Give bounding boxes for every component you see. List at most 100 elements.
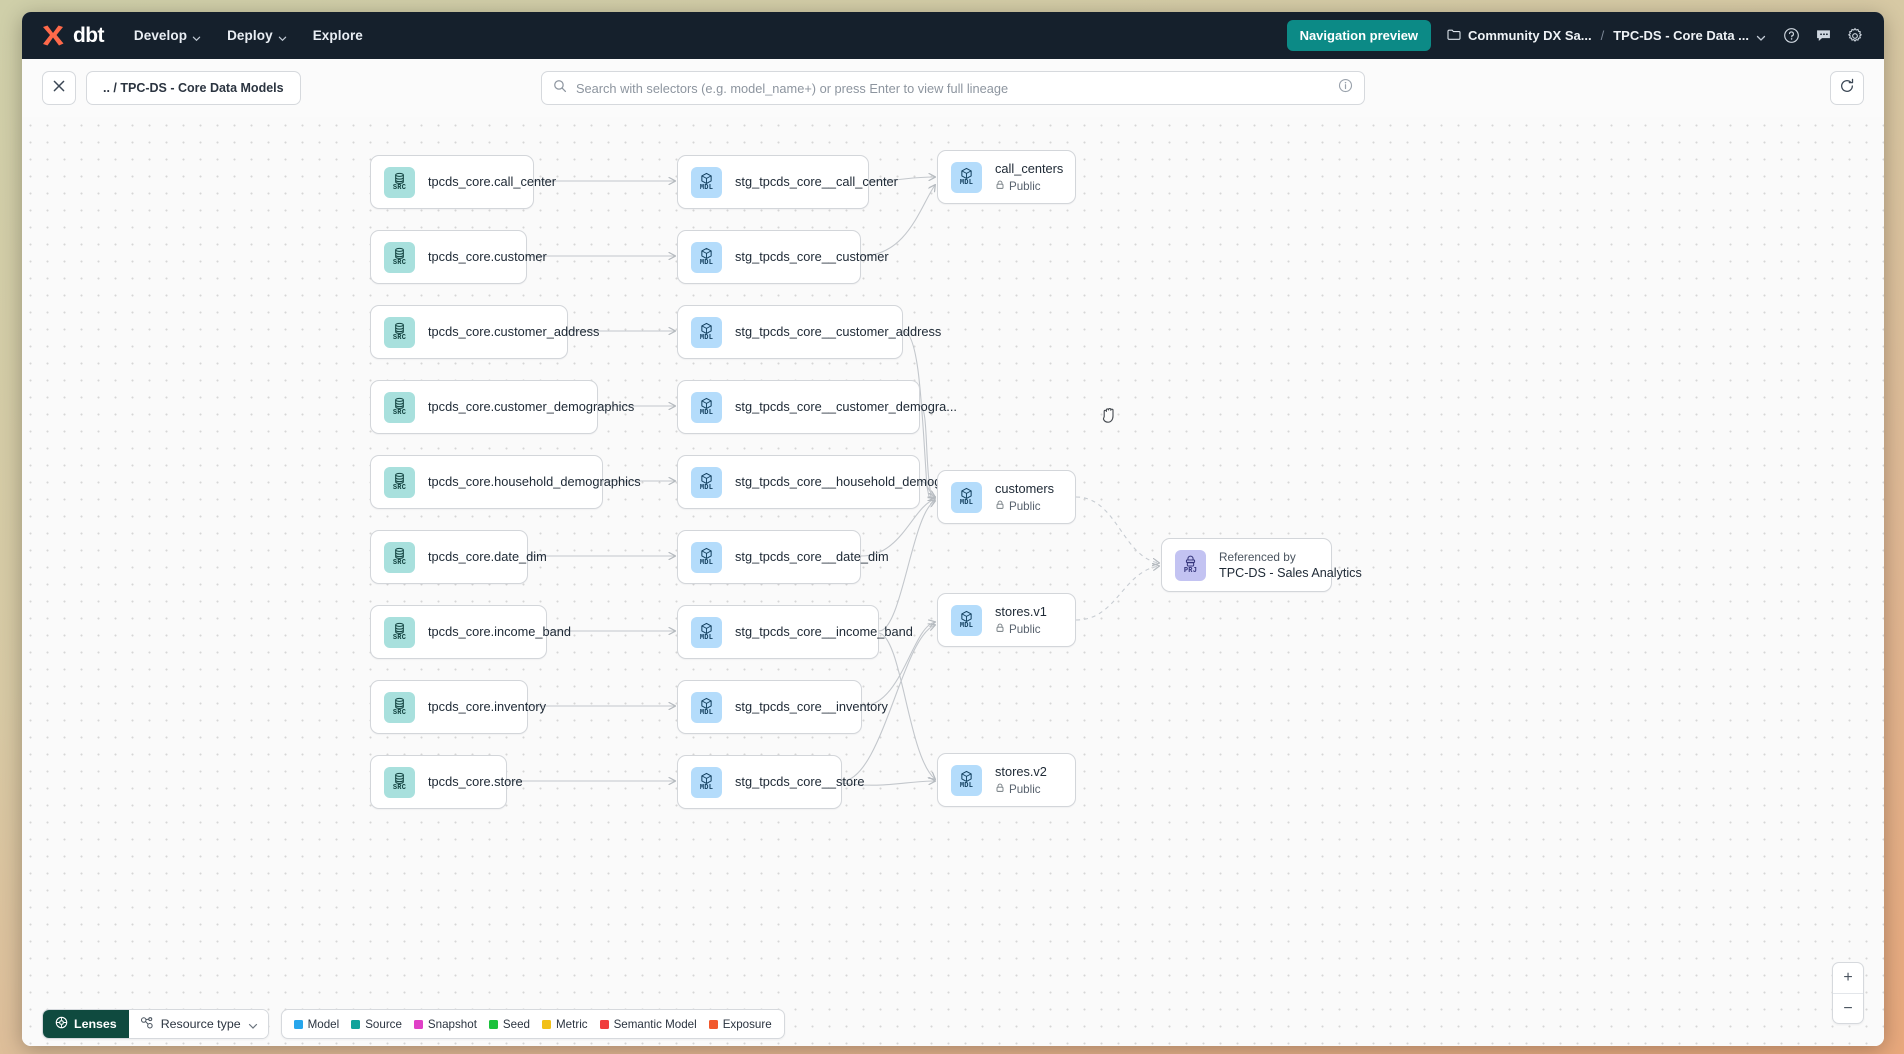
node-label: tpcds_core.customer_demographics	[428, 399, 635, 414]
legend-swatch	[708, 1019, 718, 1029]
node-text: stg_tpcds_core__call_center	[735, 174, 898, 190]
node-type-badge-src-icon: SRC	[384, 241, 415, 273]
node-label: tpcds_core.store	[428, 774, 523, 789]
help-circle-icon[interactable]	[1778, 23, 1804, 49]
lineage-node-source[interactable]: SRC tpcds_core.call_center	[370, 155, 557, 209]
node-type-badge-mdl-icon: MDL	[691, 541, 722, 573]
node-label: stores.v2	[995, 763, 1047, 779]
lineage-node-source[interactable]: SRC tpcds_core.store	[370, 755, 523, 809]
node-access-label: Public	[1009, 499, 1041, 513]
node-label: tpcds_core.call_center	[428, 174, 557, 189]
node-type-badge-label: MDL	[699, 259, 714, 267]
search-input[interactable]	[576, 80, 1329, 96]
node-label: stg_tpcds_core__inventory	[735, 699, 888, 714]
legend-label: Model	[307, 1017, 340, 1031]
node-access-label: Public	[1009, 622, 1041, 636]
legend-item-metric[interactable]: Metric	[542, 1018, 588, 1031]
zoom-out-button[interactable]: −	[1833, 993, 1863, 1023]
node-type-badge-mdl-icon: MDL	[691, 466, 722, 498]
feedback-icon[interactable]	[1810, 23, 1836, 49]
node-type-badge-label: MDL	[699, 559, 714, 567]
resource-type-filter[interactable]: Resource type	[128, 1010, 268, 1038]
node-label: stg_tpcds_core__customer_address	[735, 324, 942, 339]
close-lineage-button[interactable]	[42, 71, 76, 105]
breadcrumb: Community DX Sa... / TPC-DS - Core Data …	[1447, 28, 1766, 44]
legend-item-source[interactable]: Source	[351, 1018, 402, 1031]
node-type-badge-mdl-icon: MDL	[691, 316, 722, 348]
breadcrumb-project[interactable]: Community DX Sa...	[1468, 28, 1592, 43]
node-type-badge-src-icon: SRC	[384, 766, 415, 798]
zoom-controls: + −	[1832, 962, 1864, 1024]
lock-icon	[995, 622, 1005, 637]
node-type-badge-src-icon: SRC	[384, 466, 415, 498]
node-access-badge: Public	[995, 499, 1054, 514]
chevron-down-icon[interactable]	[1756, 31, 1766, 41]
breadcrumb-separator: /	[1600, 28, 1605, 43]
gear-icon[interactable]	[1842, 23, 1868, 49]
legend-item-semantic-model[interactable]: Semantic Model	[599, 1018, 697, 1031]
lenses-button[interactable]: Lenses	[43, 1010, 129, 1038]
node-text: stg_tpcds_core__customer_address	[735, 324, 942, 340]
nav-item-explore[interactable]: Explore	[313, 28, 363, 43]
legend-item-snapshot[interactable]: Snapshot	[413, 1018, 477, 1031]
dbt-logo[interactable]: dbt	[40, 24, 104, 48]
lineage-edges	[507, 117, 1884, 786]
refresh-lineage-button[interactable]	[1830, 71, 1864, 105]
refresh-icon	[1839, 78, 1855, 99]
navigation-preview-button[interactable]: Navigation preview	[1286, 20, 1432, 51]
node-type-badge-src-icon: SRC	[384, 691, 415, 723]
legend-item-model[interactable]: Model	[293, 1017, 340, 1031]
top-navigation-bar: dbt Develop Deploy Explore	[22, 12, 1884, 59]
node-type-badge-mdl-icon: MDL	[691, 766, 722, 798]
nav-item-develop[interactable]: Develop	[134, 28, 201, 43]
lineage-bottom-bar: Lenses Resource type Model Source Snapshot…	[22, 1002, 1884, 1046]
node-type-badge-label: SRC	[392, 184, 407, 192]
node-type-badge-src-icon: SRC	[384, 541, 415, 573]
primary-nav: Develop Deploy Explore	[134, 28, 363, 43]
node-label: customers	[995, 480, 1055, 496]
lineage-node-model[interactable]: MDL stg_tpcds_core__customer_address	[677, 305, 942, 359]
lock-icon	[995, 499, 1005, 514]
info-icon[interactable]	[1338, 78, 1353, 98]
lens-controls: Lenses Resource type	[42, 1009, 269, 1039]
legend-item-seed[interactable]: Seed	[488, 1018, 530, 1031]
lineage-search[interactable]	[541, 71, 1365, 105]
node-access-badge: Public	[995, 782, 1047, 797]
node-type-badge-label: MDL	[959, 622, 974, 630]
nav-item-deploy[interactable]: Deploy	[227, 28, 287, 43]
node-type-badge-src-icon: SRC	[384, 316, 415, 348]
zoom-in-button[interactable]: +	[1843, 969, 1853, 986]
breadcrumb-environment[interactable]: TPC-DS - Core Data ...	[1613, 28, 1749, 43]
node-type-badge-label: SRC	[392, 484, 407, 492]
node-type-badge-label: SRC	[392, 709, 407, 717]
dbt-mark-icon	[40, 24, 66, 48]
legend-item-exposure[interactable]: Exposure	[708, 1018, 772, 1031]
legend-swatch	[351, 1019, 361, 1029]
node-text: tpcds_core.income_band	[428, 624, 571, 640]
lineage-breadcrumb-pill[interactable]: .. / TPC-DS - Core Data Models	[86, 71, 301, 105]
node-type-badge-label: SRC	[392, 784, 407, 792]
node-type-badge-label: MDL	[699, 634, 714, 642]
